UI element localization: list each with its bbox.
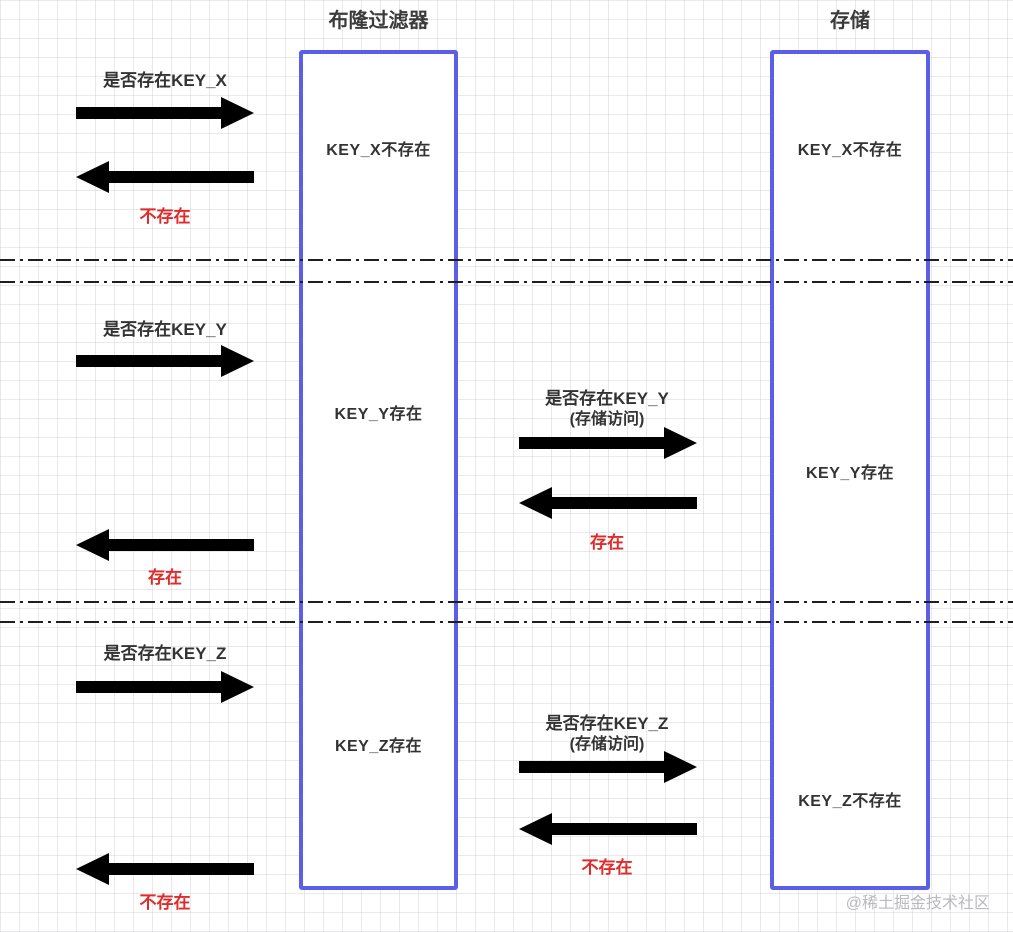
bloom-filter-title: 布隆过滤器 [328, 10, 429, 32]
query-keyx-label: 是否存在KEY_X [103, 71, 227, 90]
query-keyz-label: 是否存在KEY_Z [103, 644, 227, 663]
storage-lifeline: KEY_X不存在 KEY_Y存在 KEY_Z不存在 [770, 50, 930, 890]
bloom-state-keyy: KEY_Y存在 [334, 406, 423, 423]
section-separator-line [0, 601, 1013, 603]
storage-query-keyz-line1: 是否存在KEY_Z [545, 714, 669, 733]
arrow-left-icon [519, 487, 697, 519]
arrow-left-icon [76, 161, 254, 193]
arrow-right-icon [76, 97, 254, 129]
result-keyz-label: 不存在 [139, 893, 191, 912]
arrow-left-icon [519, 813, 697, 845]
storage-state-keyx: KEY_X不存在 [797, 142, 903, 159]
storage-query-keyz-label: 是否存在KEY_Z (存储访问) [507, 713, 707, 755]
result-keyy-label: 存在 [148, 568, 182, 587]
query-keyy-label: 是否存在KEY_Y [103, 320, 227, 339]
storage-query-keyy-line2: (存储访问) [569, 411, 645, 428]
storage-result-keyy-label: 存在 [590, 533, 624, 552]
storage-query-keyy-label: 是否存在KEY_Y (存储访问) [507, 388, 707, 430]
arrow-right-icon [519, 427, 697, 459]
section-separator-line [0, 281, 1013, 283]
bloom-state-keyz: KEY_Z存在 [334, 738, 423, 755]
section-separator-line [0, 259, 1013, 261]
storage-state-keyy: KEY_Y存在 [806, 465, 894, 482]
arrow-left-icon [76, 529, 254, 561]
storage-result-keyz-label: 不存在 [581, 858, 633, 877]
storage-title: 存储 [830, 10, 870, 32]
watermark: @稀土掘金技术社区 [845, 895, 990, 912]
arrow-left-icon [76, 853, 254, 885]
storage-query-keyz-line2: (存储访问) [569, 736, 645, 753]
storage-state-keyz: KEY_Z不存在 [798, 793, 902, 810]
arrow-right-icon [76, 345, 254, 377]
arrow-right-icon [76, 671, 254, 703]
bloom-state-keyx: KEY_X不存在 [326, 142, 431, 159]
bloom-filter-lifeline: KEY_X不存在 KEY_Y存在 KEY_Z存在 [299, 50, 458, 890]
result-keyx-label: 不存在 [139, 207, 191, 226]
storage-query-keyy-line1: 是否存在KEY_Y [545, 389, 669, 408]
section-separator-line [0, 621, 1013, 623]
